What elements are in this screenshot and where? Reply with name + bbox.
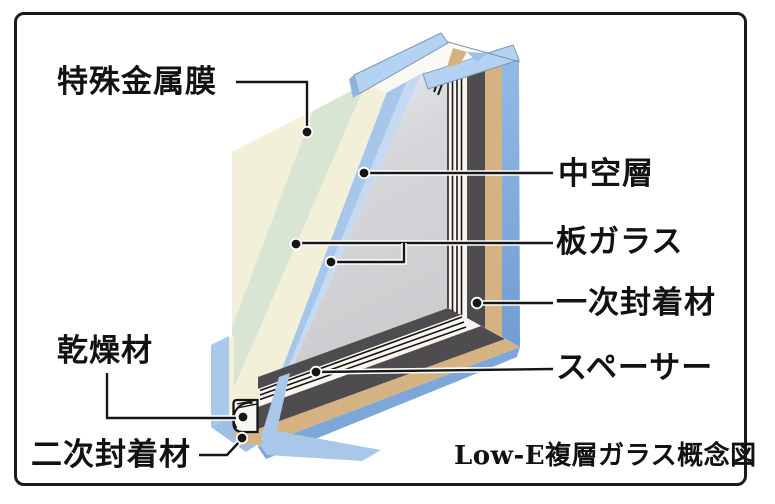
air-space-dot: [357, 166, 371, 180]
label-desiccant: 乾燥材: [57, 333, 153, 369]
label-air-space: 中空層: [558, 156, 654, 192]
back-pane-top-cap: [422, 39, 521, 90]
label-plate-glass: 板ガラス: [556, 224, 684, 260]
secondary-sealant-dot: [235, 431, 249, 445]
glass1-dot: [289, 237, 303, 251]
leader-lines: [104, 79, 554, 458]
label-primary-sealant: 一次封着材: [556, 285, 716, 321]
glass-pane1-band: [232, 83, 366, 392]
film-dot: [300, 125, 314, 139]
air-space-face: [293, 50, 448, 365]
label-secondary-sealant: 二次封着材: [31, 437, 191, 473]
glass-pane2-band: [279, 50, 432, 377]
glass2-dot: [324, 255, 338, 269]
label-spacer: スペーサー: [556, 350, 714, 386]
leader-dots: [235, 125, 484, 445]
spacer-dot: [309, 365, 323, 379]
desiccant-dot: [236, 410, 250, 424]
figure-caption: Low-E複層ガラス概念図: [454, 441, 757, 471]
label-special-metal-film: 特殊金属膜: [57, 64, 217, 100]
bottom-edge-seal-bands: [258, 308, 520, 459]
primary-sealant-dot: [470, 296, 484, 310]
front-pane-top-cap: [349, 32, 449, 98]
right-edge-seal-columns: [447, 60, 520, 347]
